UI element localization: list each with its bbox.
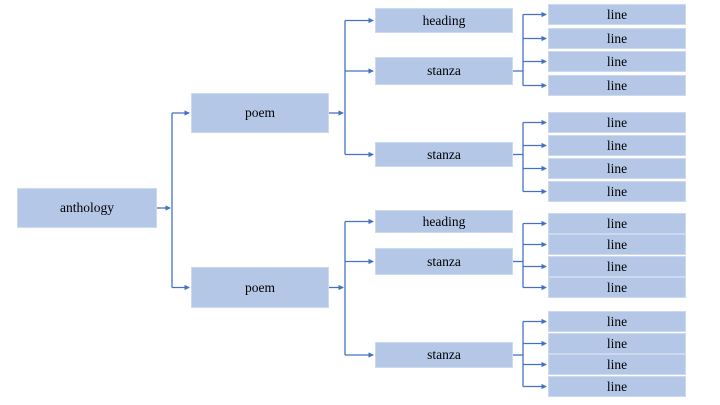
node-line: line bbox=[548, 213, 686, 234]
node-poem-2: poem bbox=[191, 267, 329, 308]
node-anthology: anthology bbox=[17, 188, 157, 228]
node-line: line bbox=[548, 354, 686, 375]
connector-poem1-to-children bbox=[329, 17, 374, 158]
node-line: line bbox=[548, 333, 686, 354]
node-line: line bbox=[548, 112, 686, 133]
node-line: line bbox=[548, 376, 686, 397]
node-line: line bbox=[548, 256, 686, 277]
connector-anthology-to-poems bbox=[157, 110, 190, 291]
node-line: line bbox=[548, 311, 686, 332]
node-line: line bbox=[548, 277, 686, 298]
connector-stanza1-to-lines bbox=[513, 11, 547, 89]
node-line: line bbox=[548, 234, 686, 255]
node-heading-1: heading bbox=[375, 8, 513, 33]
node-line: line bbox=[548, 28, 686, 49]
node-line: line bbox=[548, 158, 686, 179]
node-stanza-1: stanza bbox=[375, 57, 513, 85]
node-stanza-2: stanza bbox=[375, 142, 513, 167]
node-line: line bbox=[548, 4, 686, 25]
node-poem-1: poem bbox=[191, 93, 329, 133]
node-heading-2: heading bbox=[375, 210, 513, 233]
node-stanza-4: stanza bbox=[375, 342, 513, 368]
node-line: line bbox=[548, 51, 686, 72]
connector-stanza2-to-lines bbox=[513, 119, 547, 195]
connector-stanza3-to-lines bbox=[513, 220, 547, 291]
node-line: line bbox=[548, 75, 686, 96]
node-line: line bbox=[548, 135, 686, 156]
connector-stanza4-to-lines bbox=[513, 318, 547, 390]
node-stanza-3: stanza bbox=[375, 248, 513, 275]
node-line: line bbox=[548, 181, 686, 202]
connector-poem2-to-children bbox=[329, 218, 374, 358]
